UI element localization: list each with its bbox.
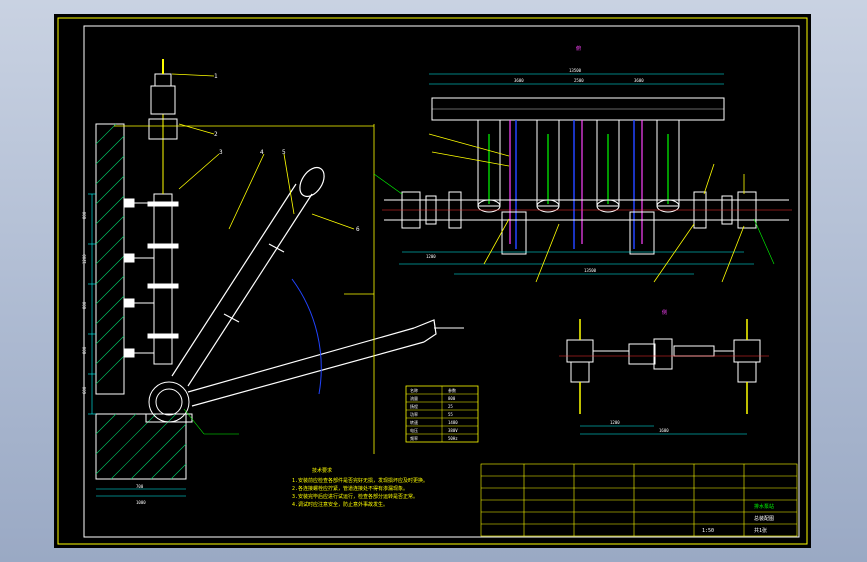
svg-text:1000: 1000 (136, 500, 146, 505)
svg-text:4: 4 (260, 149, 264, 156)
top-view: 俯 13500 3600 2500 3600 (373, 45, 792, 283)
balloons-left: 1 2 3 4 5 6 (214, 73, 360, 233)
concrete-wall (95, 123, 187, 480)
param-cell: 功率 (410, 411, 418, 417)
pipe-elbow (145, 381, 193, 423)
svg-text:1: 1 (214, 73, 218, 80)
drawing-scale: 1:50 (702, 528, 714, 534)
technical-notes: 技术要求 1.安装前应检查各部件是否完好无损，发现损坏应及时更换。 2.各连接螺… (292, 467, 428, 508)
svg-text:800: 800 (82, 301, 87, 309)
pump-column (123, 59, 179, 365)
param-cell: 电压 (410, 427, 418, 433)
cad-drawing-canvas: 1 2 3 4 5 6 800 1200 800 800 600 (54, 14, 811, 548)
svg-text:800: 800 (82, 346, 87, 354)
side-view: 侧 1200 1600 (559, 309, 769, 435)
left-dim-chain (88, 193, 96, 415)
param-cell: 55 (448, 412, 453, 417)
param-cell: 名称 (410, 387, 418, 393)
drawing-subtitle: 总装配图 (754, 515, 774, 522)
notes-title: 技术要求 (312, 467, 332, 474)
sheet-count: 共1张 (754, 527, 767, 534)
title-block-text: 排水泵站 总装配图 1:50 共1张 (702, 503, 774, 534)
param-cell: 50Hz (448, 436, 458, 441)
note-line: 2.各连接螺栓应拧紧，管道连接处不得有渗漏现象。 (292, 485, 408, 492)
inner-frame (83, 25, 800, 538)
svg-text:1200: 1200 (82, 254, 87, 264)
param-cell: 380V (448, 428, 458, 433)
inclined-pipe-upper (171, 166, 325, 387)
svg-text:800: 800 (82, 211, 87, 219)
param-cell: 转速 (410, 419, 418, 425)
svg-text:3: 3 (219, 149, 223, 156)
cad-drawing: 1 2 3 4 5 6 800 1200 800 800 600 (57, 17, 808, 545)
param-cell: 1480 (448, 420, 458, 425)
svg-text:1200: 1200 (610, 420, 620, 425)
svg-text:1200: 1200 (426, 254, 436, 259)
side-view-mark: 侧 (662, 309, 667, 316)
top-main-pipe (384, 191, 789, 255)
title-block (480, 463, 798, 537)
param-cell: 频率 (410, 435, 418, 441)
param-cell: 800 (448, 396, 456, 401)
left-elevation-view: 1 2 3 4 5 6 800 1200 800 800 600 (82, 59, 464, 505)
svg-text:1600: 1600 (659, 428, 669, 433)
drawing-name: 排水泵站 (754, 503, 774, 510)
annotation-left (183, 408, 239, 435)
svg-text:13500: 13500 (584, 268, 597, 273)
top-view-mark: 俯 (576, 45, 581, 52)
rotation-arc (291, 278, 322, 395)
param-cell: 流量 (410, 395, 418, 401)
inclined-pipe-lower (187, 319, 437, 407)
note-line: 4.调试时应注意安全，防止意外事故发生。 (292, 501, 388, 508)
svg-text:600: 600 (82, 386, 87, 394)
svg-text:3600: 3600 (514, 78, 524, 83)
param-cell: 扬程 (410, 403, 418, 409)
outer-frame (57, 17, 808, 545)
note-line: 1.安装前应检查各部件是否完好无损，发现损坏应及时更换。 (292, 477, 428, 484)
svg-text:13500: 13500 (569, 68, 582, 73)
param-cell: 参数 (448, 387, 456, 393)
left-dim-text: 800 1200 800 800 600 (82, 211, 87, 394)
svg-text:6: 6 (356, 226, 360, 233)
leader-lines-left (171, 73, 355, 230)
bottom-left-dim-text: 700 1000 (136, 484, 146, 505)
svg-text:5: 5 (282, 149, 286, 156)
svg-text:3600: 3600 (634, 78, 644, 83)
note-line: 3.安装完毕后应进行试运行，检查各部分运转是否正常。 (292, 493, 418, 500)
svg-text:2: 2 (214, 131, 218, 138)
svg-text:700: 700 (136, 484, 144, 489)
bottom-left-dims (96, 488, 186, 497)
param-cell: 25 (448, 404, 453, 409)
svg-text:2500: 2500 (574, 78, 584, 83)
